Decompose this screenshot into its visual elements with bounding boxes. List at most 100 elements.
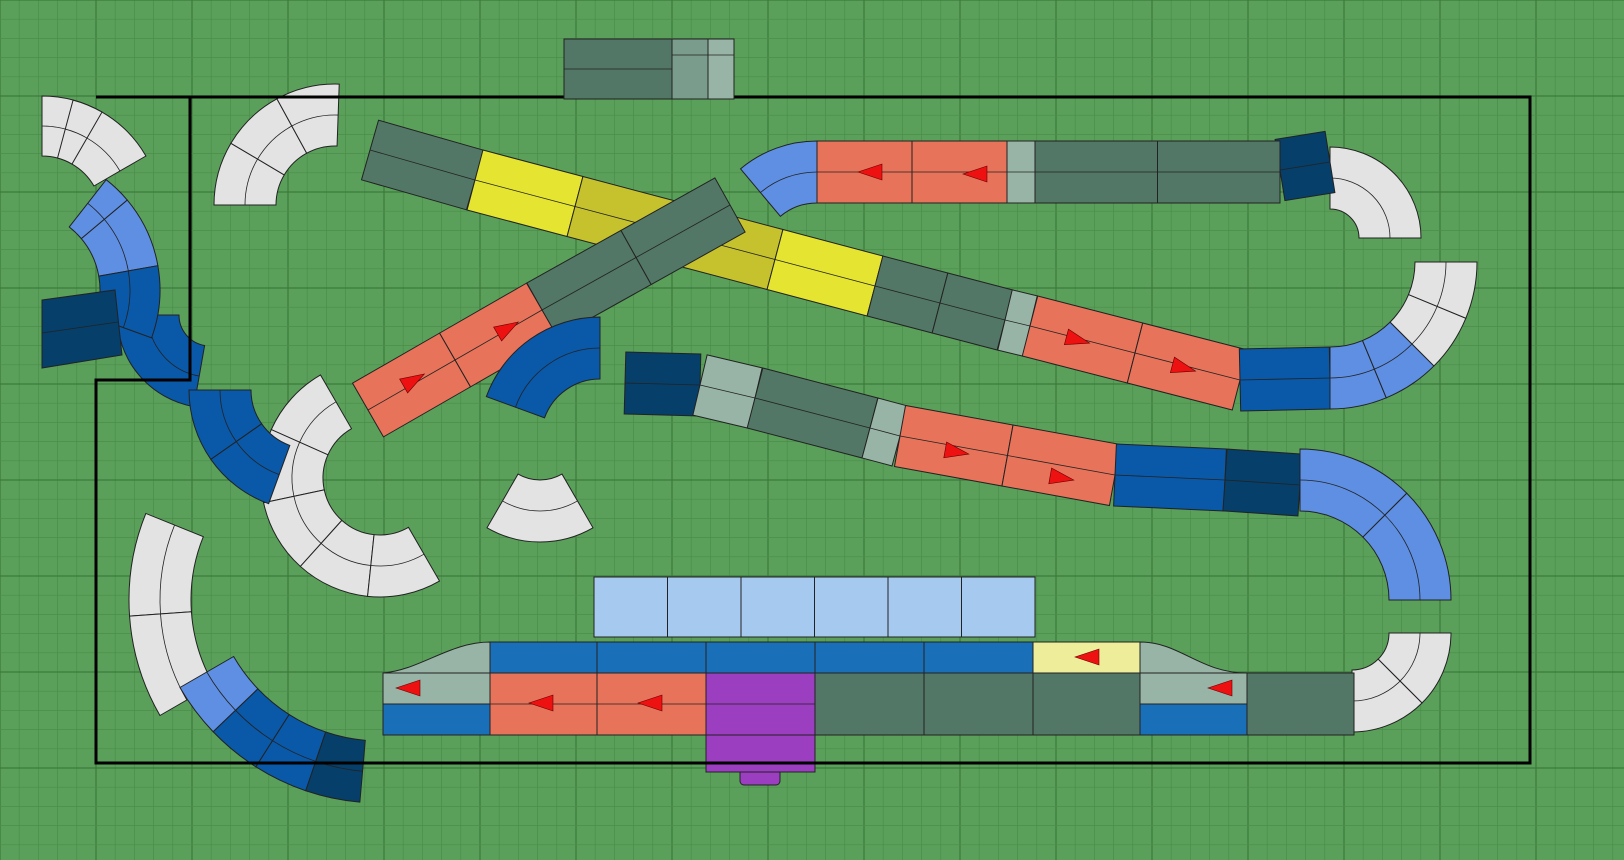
lane-line: [1299, 479, 1386, 516]
table-boundary: [94, 95, 1532, 765]
lane-line: [1239, 377, 1331, 381]
lane-line: [515, 347, 601, 408]
lane-line: [502, 500, 578, 512]
spare-short: [671, 38, 709, 100]
pit-box: [667, 576, 742, 638]
lane-line: [320, 543, 371, 566]
lane-line: [760, 171, 818, 193]
direction-arrow-icon: [1207, 679, 1233, 697]
direction-arrow-shape: [857, 163, 883, 181]
direction-arrow-icon: [962, 165, 988, 183]
lane-line: [41, 321, 119, 334]
pit-transition: [382, 641, 491, 674]
lane-line: [291, 442, 300, 497]
direction-arrow-shape: [1048, 467, 1075, 485]
lane-line: [206, 671, 236, 711]
pit-box: [740, 576, 815, 638]
direction-arrow-shape: [528, 694, 554, 712]
direction-arrow-shape: [1063, 328, 1091, 345]
pit-lane: [596, 641, 707, 674]
track-straight-blue: [382, 703, 491, 736]
lane-line: [293, 496, 322, 544]
lane-line: [1329, 368, 1375, 379]
lane-line: [65, 128, 88, 139]
pit-box: [593, 576, 668, 638]
track-straight-green: [1032, 672, 1141, 736]
lane-line: [874, 285, 941, 304]
lane-line: [272, 740, 316, 762]
track-curve-blue: [485, 316, 601, 419]
direction-arrow-shape: [1207, 679, 1233, 697]
spare-short: [707, 38, 735, 100]
direction-arrow-shape: [395, 679, 421, 697]
direction-arrow-shape: [943, 441, 970, 459]
direction-arrow-icon: [637, 694, 663, 712]
lane-line: [939, 302, 1006, 321]
direction-arrow-shape: [399, 373, 426, 394]
pit-transition: [1139, 641, 1248, 674]
pit-lane: [489, 641, 600, 674]
direction-arrow-icon: [857, 163, 883, 181]
lane-line: [624, 382, 701, 386]
lane-line: [122, 270, 131, 328]
lane-line: [1224, 479, 1301, 486]
lane-line: [1351, 680, 1401, 702]
track-curve-lightblue: [1362, 492, 1452, 601]
direction-arrow-icon: [1169, 356, 1197, 373]
lane-line: [291, 114, 339, 127]
lane-line: [369, 149, 476, 181]
direction-arrow-shape: [493, 321, 520, 342]
direction-arrow-icon: [943, 441, 970, 459]
lane-line: [699, 384, 756, 399]
lane-line: [774, 259, 876, 287]
spare-curve: [56, 99, 103, 165]
lane-line: [869, 427, 901, 437]
lap-counter-body: [705, 734, 816, 773]
lane-line: [1114, 474, 1226, 481]
track-straight-green: [923, 672, 1034, 736]
lane-line: [541, 257, 637, 311]
lane-line: [1436, 261, 1447, 307]
spare-curve: [68, 178, 128, 240]
spare-curve: [41, 289, 123, 369]
lane-line: [1384, 514, 1421, 601]
pit-area: [593, 576, 1036, 638]
track-curve-blue: [116, 314, 206, 408]
pit-lane: [705, 641, 816, 674]
lane-line: [754, 397, 871, 429]
direction-arrow-shape: [962, 165, 988, 183]
lane-line: [1399, 632, 1421, 682]
pit-box: [961, 576, 1036, 638]
pit-box: [887, 576, 962, 638]
track-straight-green: [1246, 672, 1355, 736]
lane-line: [103, 219, 129, 271]
direction-arrow-icon: [399, 373, 426, 394]
lane-line: [1007, 455, 1116, 476]
lane-line: [1004, 319, 1031, 327]
lane-line: [1279, 161, 1331, 171]
lane-line: [299, 401, 337, 443]
lane-line: [1374, 343, 1413, 370]
direction-arrow-icon: [395, 679, 421, 697]
spare-pieces: [41, 38, 735, 369]
direction-arrow-shape: [637, 694, 663, 712]
lane-line: [219, 389, 237, 442]
track-curve-lightblue: [739, 140, 818, 218]
lane-line: [244, 158, 258, 206]
pit-box: [814, 576, 889, 638]
pit-lane: [814, 641, 925, 674]
track-straight-green: [814, 672, 925, 736]
lane-line: [257, 125, 293, 160]
lane-line: [235, 710, 273, 742]
lane-line: [1411, 306, 1438, 345]
direction-arrow-icon: [493, 321, 520, 342]
direction-arrow-shape: [1074, 648, 1100, 666]
lane-line: [87, 203, 105, 220]
lane-line: [235, 441, 280, 475]
track: [116, 83, 1478, 803]
direction-arrow-icon: [1074, 648, 1100, 666]
direction-arrow-icon: [1063, 328, 1091, 345]
direction-arrow-icon: [1048, 467, 1075, 485]
track-curve-white: [367, 526, 441, 598]
